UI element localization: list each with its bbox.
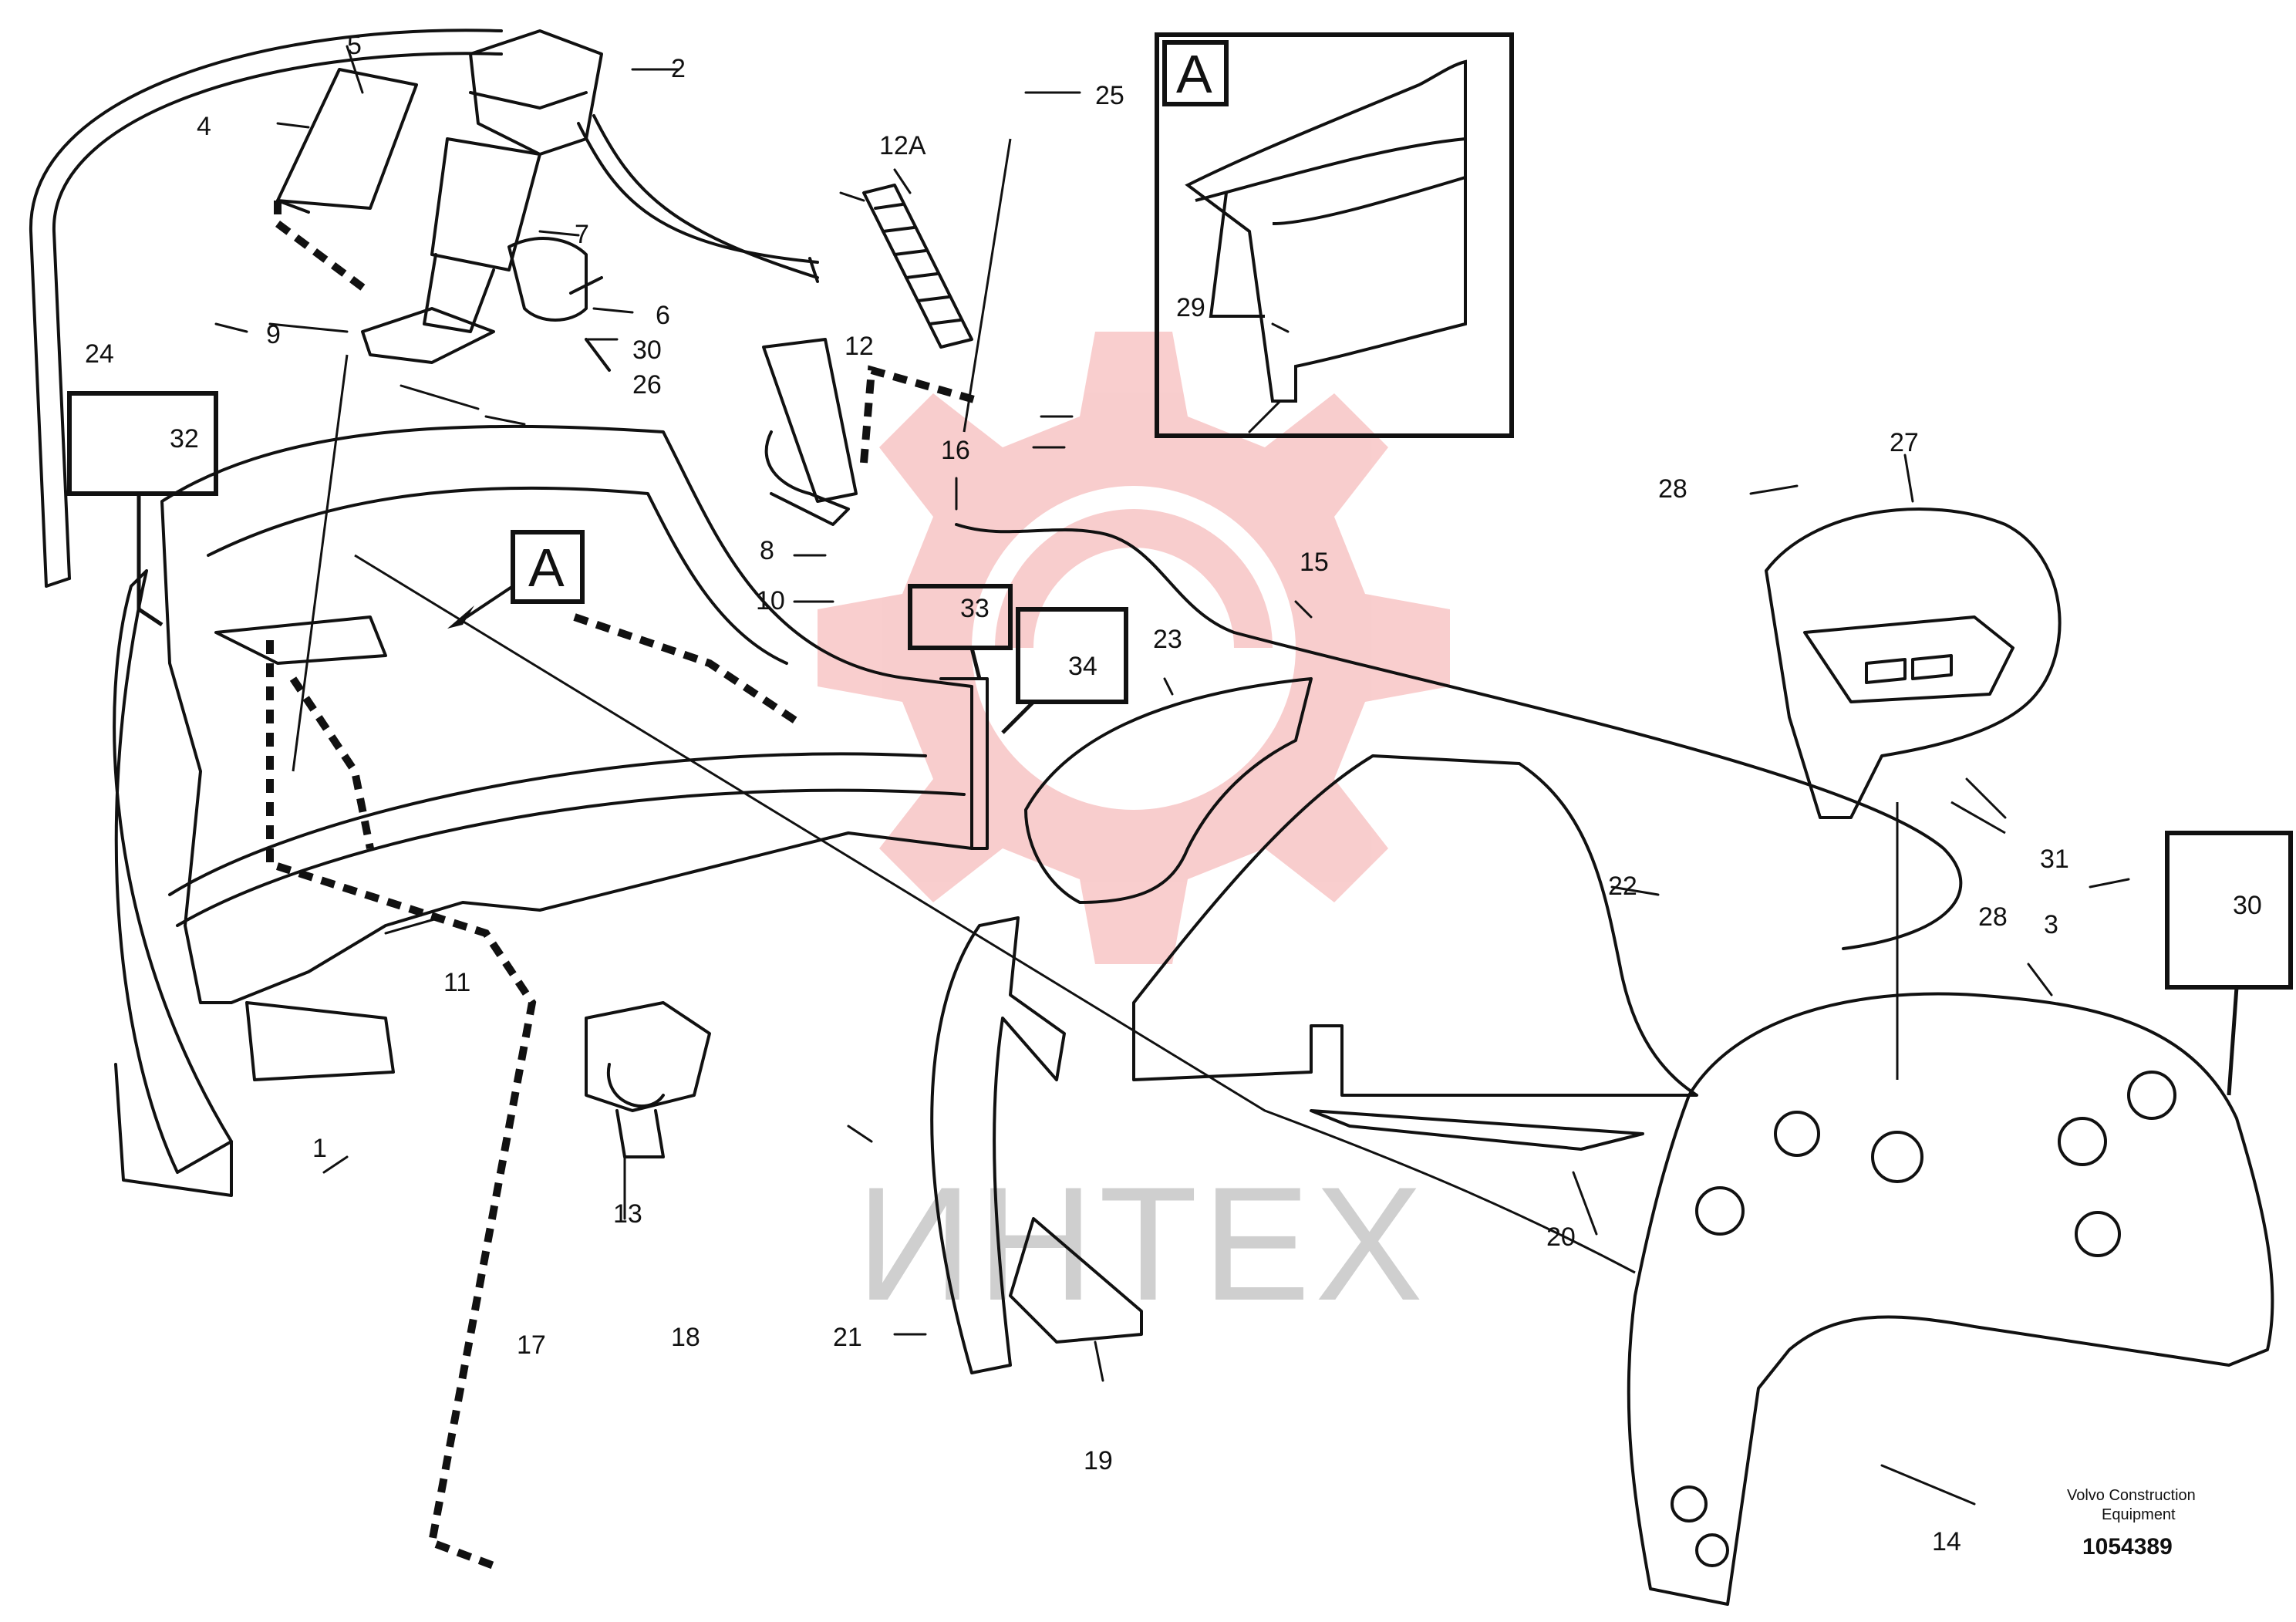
- callout-19: 19: [1084, 1446, 1113, 1475]
- callout-28a: 28: [1658, 474, 1687, 504]
- detail-view-box: [1155, 32, 1514, 438]
- drawing-number: 1054389: [2082, 1534, 2173, 1560]
- part-23-panel: [1024, 677, 1313, 904]
- dashed-line-2: [266, 640, 537, 1570]
- part-5-bracket: [276, 68, 418, 210]
- callout-4: 4: [197, 112, 211, 141]
- part-12-handle: [762, 338, 858, 503]
- callout-32: 32: [170, 424, 199, 454]
- detail-view-arrow-icon: [447, 585, 514, 629]
- part-20-strip: [1310, 1109, 1644, 1151]
- callout-12: 12: [845, 332, 874, 361]
- callout-14: 14: [1932, 1527, 1961, 1556]
- callout-1: 1: [312, 1134, 327, 1163]
- dashed-line-4: [860, 365, 981, 464]
- callout-labels: 1 2 3 4 5 6 7 8 9 10 11 12 12A 13 14 15 …: [85, 31, 2262, 1556]
- callout-2: 2: [671, 54, 686, 83]
- callout-30b: 30: [2233, 891, 2262, 920]
- callout-5: 5: [347, 31, 362, 60]
- callout-22: 22: [1608, 872, 1637, 901]
- callout-24: 24: [85, 339, 114, 369]
- callout-31: 31: [2040, 845, 2069, 874]
- callout-16: 16: [941, 436, 970, 465]
- callout-13: 13: [613, 1199, 642, 1229]
- part-13-actuator: [585, 1001, 711, 1112]
- callout-33: 33: [960, 594, 990, 623]
- callout-15: 15: [1300, 548, 1329, 577]
- callout-29: 29: [1176, 293, 1205, 322]
- part-15-cable: [955, 523, 1963, 950]
- callout-30a: 30: [632, 336, 662, 365]
- callout-21: 21: [833, 1323, 862, 1352]
- part-19-piece: [1009, 1217, 1143, 1344]
- part-24-hose: [29, 29, 503, 588]
- callout-23: 23: [1153, 625, 1182, 654]
- part-12a-grille: [862, 184, 973, 349]
- callout-box-33: [908, 584, 1013, 650]
- dashed-line-1: [274, 201, 373, 296]
- callout-6: 6: [656, 301, 670, 330]
- callout-box-32: [67, 391, 218, 496]
- callout-10: 10: [756, 586, 785, 615]
- part-6-clamp: [507, 237, 588, 322]
- callout-18: 18: [671, 1323, 700, 1352]
- callout-7: 7: [575, 220, 589, 249]
- callout-11: 11: [443, 968, 470, 997]
- dashed-line-3: [573, 613, 804, 729]
- dashed-line-5: [289, 676, 374, 849]
- callout-12a: 12A: [879, 131, 926, 160]
- callout-28b: 28: [1978, 902, 2008, 932]
- part-29-panel: [1185, 59, 1467, 403]
- callout-26: 26: [632, 370, 662, 400]
- part-21-panel: [930, 916, 1066, 1374]
- callout-9: 9: [266, 320, 281, 349]
- callout-20: 20: [1546, 1222, 1576, 1252]
- callout-17: 17: [517, 1330, 546, 1360]
- part-1-main-body: [160, 424, 973, 1004]
- part-22-panel: [1132, 754, 1698, 1097]
- section-letter-a: A: [528, 538, 565, 598]
- maker-line-2: Equipment: [2102, 1506, 2176, 1523]
- watermark-text: ИНТЕХ: [856, 1153, 1428, 1334]
- part-27-dash-cover: [1765, 508, 2062, 819]
- callout-8: 8: [760, 536, 774, 565]
- maker-line-1: Volvo Construction: [2067, 1487, 2196, 1504]
- callout-27: 27: [1890, 428, 1919, 457]
- callout-box-34: [1016, 607, 1128, 704]
- detail-view-letter: A: [1176, 44, 1212, 104]
- watermark-gear-icon: [818, 332, 1450, 964]
- callout-25: 25: [1095, 81, 1124, 110]
- callout-box-30: [2165, 831, 2293, 990]
- part-3-console: [1627, 992, 2274, 1606]
- callout-34: 34: [1068, 652, 1097, 681]
- callout-3: 3: [2044, 910, 2058, 939]
- leader-lines: [214, 45, 2130, 1506]
- callout-box-a-main: [511, 530, 585, 604]
